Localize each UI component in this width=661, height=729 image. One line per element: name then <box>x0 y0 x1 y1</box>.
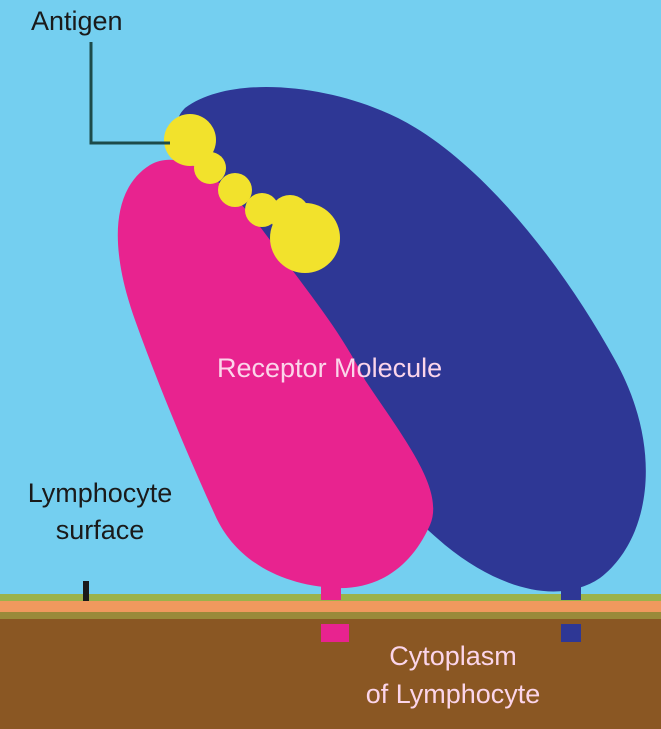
surface-marker <box>83 581 89 601</box>
cytoplasm-label-line1: Cytoplasm <box>389 641 517 671</box>
lymphocyte-surface-label: Lymphocyte surface <box>2 477 198 546</box>
surface-label-line2: surface <box>55 515 145 545</box>
cytoplasm-label-line2: of Lymphocyte <box>365 679 541 709</box>
cytoplasm-label: Cytoplasm of Lymphocyte <box>330 640 576 710</box>
antigen-leader-line <box>89 42 170 145</box>
receptor-chain-pink <box>117 159 434 642</box>
membrane-olive-lower <box>0 611 661 619</box>
antigen-label: Antigen <box>31 6 123 36</box>
membrane-layer <box>0 600 661 612</box>
receptor-molecule-label: Receptor Molecule <box>217 353 443 383</box>
antigen-molecule <box>164 114 340 273</box>
surface-label-line1: Lymphocyte <box>27 478 173 508</box>
